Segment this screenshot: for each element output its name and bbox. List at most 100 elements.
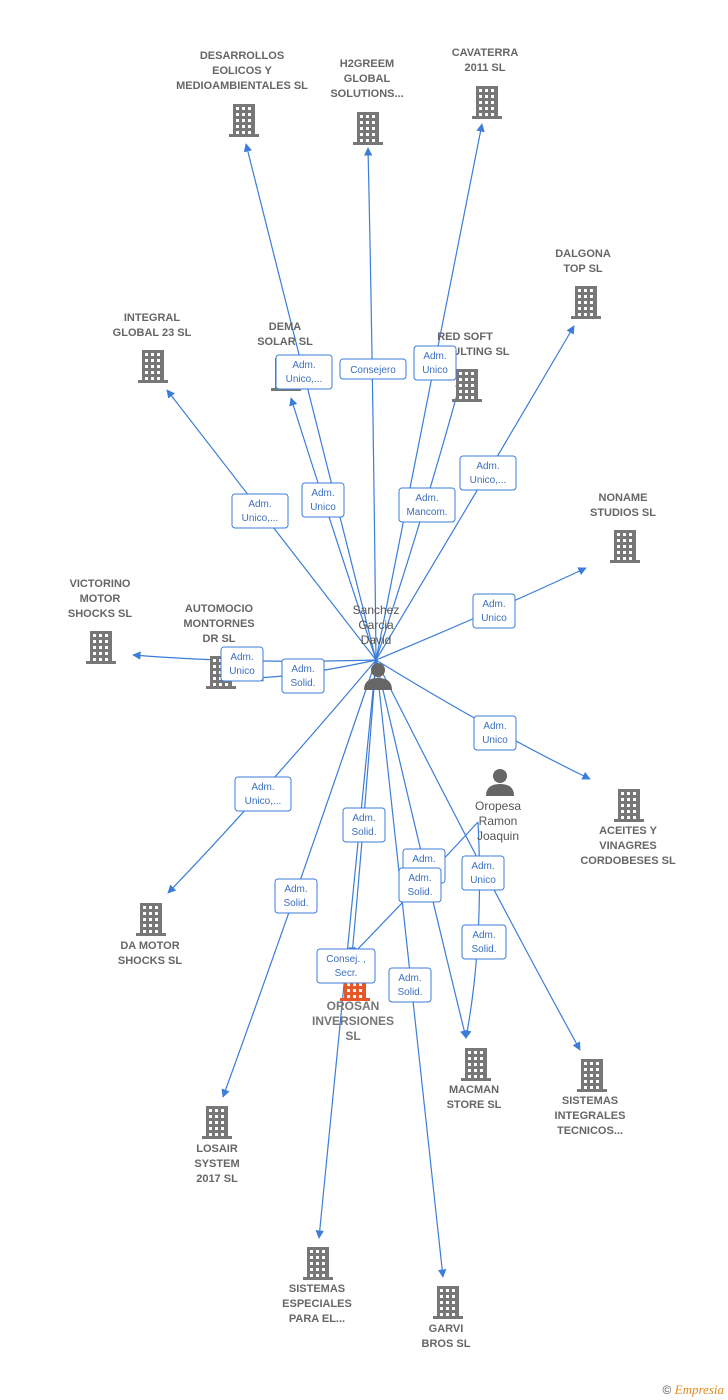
company-node-macman[interactable] [461, 1048, 491, 1081]
building-window [157, 359, 160, 362]
relation-badge-damotor[interactable]: Adm.Unico,... [234, 776, 292, 812]
relation-badge-orosan[interactable]: Adm.Solid. [342, 807, 386, 843]
relation-badge-redsoft[interactable]: Adm.Mancom. [398, 487, 456, 523]
label-line: Joaquin [477, 829, 519, 843]
building-window [452, 1289, 455, 1292]
building-window [213, 665, 216, 668]
building-window [347, 989, 350, 992]
building-base [614, 819, 644, 822]
relation-text: Adm.Solid. [351, 813, 376, 838]
relation-badge-cavaterra[interactable]: Adm.Unico [413, 345, 457, 381]
relation-badge-automocio[interactable]: Adm.Solid. [281, 658, 325, 694]
label-line: OROSAN [327, 999, 380, 1013]
building-window [617, 557, 620, 560]
relation-text: Adm.Mancom. [406, 493, 447, 518]
relation-box [220, 646, 264, 682]
company-node-dalgona[interactable] [571, 286, 601, 319]
building-window [366, 115, 369, 118]
relation-line: Adm. [482, 599, 505, 610]
relation-badge-aceites[interactable]: Adm.Unico [473, 715, 517, 751]
relation-badge-dema[interactable]: Adm.Unico [301, 482, 345, 518]
label-line: DA MOTOR [120, 940, 179, 952]
relation-text: Consejero [350, 365, 396, 376]
company-node-integral[interactable] [138, 350, 168, 383]
relation-box [413, 345, 457, 381]
building-window [149, 930, 152, 933]
label-line: STORE SL [447, 1099, 502, 1111]
relation-badge-sistemasesp[interactable]: Consej. ,Secr. [316, 948, 376, 984]
relation-text: Adm.Solid. [290, 664, 315, 689]
building-window [446, 1307, 449, 1310]
building-window [225, 683, 228, 686]
building-window [468, 1063, 471, 1066]
building-window [213, 677, 216, 680]
label-line: SHOCKS SL [118, 955, 182, 967]
company-node-victorino[interactable] [86, 631, 116, 664]
relation-line: Adm. [398, 973, 421, 984]
person-head [371, 663, 385, 677]
company-node-damotor[interactable] [136, 903, 166, 936]
building-window [578, 301, 581, 304]
building-base [138, 380, 168, 383]
relation-badge-macman[interactable]: Adm.Solid. [461, 924, 507, 960]
label-line: INVERSIONES [312, 1014, 394, 1028]
building-window [360, 115, 363, 118]
building-window [93, 634, 96, 637]
building-window [145, 377, 148, 380]
relation-text: Consej. ,Secr. [326, 954, 365, 979]
building-window [215, 1127, 218, 1130]
person-node-secondary[interactable] [486, 769, 514, 796]
relation-line: Unico [482, 735, 508, 746]
building-window [143, 906, 146, 909]
building-window [93, 646, 96, 649]
building-window [322, 1262, 325, 1265]
label-line: David [361, 633, 392, 647]
relation-badge-h2greem[interactable]: Consejero [339, 358, 407, 380]
relation-badge-garvi[interactable]: Adm.Solid. [388, 967, 432, 1003]
building-window [480, 1057, 483, 1060]
building-window [629, 533, 632, 536]
relation-badge-victorino[interactable]: Adm.Unico [220, 646, 264, 682]
building-window [366, 127, 369, 130]
company-node-sistemasesp[interactable] [303, 1247, 333, 1280]
building-window [578, 307, 581, 310]
building-window [310, 1250, 313, 1253]
building-window [480, 1075, 483, 1078]
company-node-garvi[interactable] [433, 1286, 463, 1319]
building-window [359, 989, 362, 992]
building-window [590, 1080, 593, 1083]
relation-text: Adm.Unico [422, 351, 448, 376]
company-node-noname[interactable] [610, 530, 640, 563]
relation-badge-integral[interactable]: Adm.Unico,... [231, 493, 289, 529]
company-node-cavaterra[interactable] [472, 86, 502, 119]
relation-badge-noname[interactable]: Adm.Unico [472, 593, 516, 629]
relation-badge-dalgona[interactable]: Adm.Unico,... [459, 455, 517, 491]
building-window [353, 989, 356, 992]
relation-badge-losair[interactable]: Adm.Solid. [274, 878, 318, 914]
relation-badge-orosan[interactable]: Adm.Solid. [398, 867, 442, 903]
person-body [364, 678, 392, 690]
building-base [340, 998, 370, 1001]
relation-box [281, 658, 325, 694]
person-node-center[interactable] [364, 663, 392, 690]
building-window [596, 1068, 599, 1071]
company-node-desarrollos[interactable] [229, 104, 259, 137]
label-line: BROS SL [422, 1338, 471, 1350]
relation-badge-desarrollos[interactable]: Adm.Unico,... [275, 354, 333, 390]
relation-text: Adm.Unico [310, 488, 336, 513]
relation-badge-sistemasint[interactable]: Adm.Unico [461, 855, 505, 891]
company-node-aceites[interactable] [614, 789, 644, 822]
company-node-redsoft[interactable] [452, 369, 482, 402]
company-node-sistemasint[interactable] [577, 1059, 607, 1092]
building-base [353, 142, 383, 145]
company-node-losair[interactable] [202, 1106, 232, 1139]
label-line: SISTEMAS [562, 1095, 618, 1107]
label-line: DR SL [203, 633, 236, 645]
building-window [621, 816, 624, 819]
building-window [149, 924, 152, 927]
edge-h2greem [363, 147, 377, 661]
building-window [213, 659, 216, 662]
company-node-h2greem[interactable] [353, 112, 383, 145]
footer-brand[interactable]: © Empresia [662, 1382, 724, 1398]
